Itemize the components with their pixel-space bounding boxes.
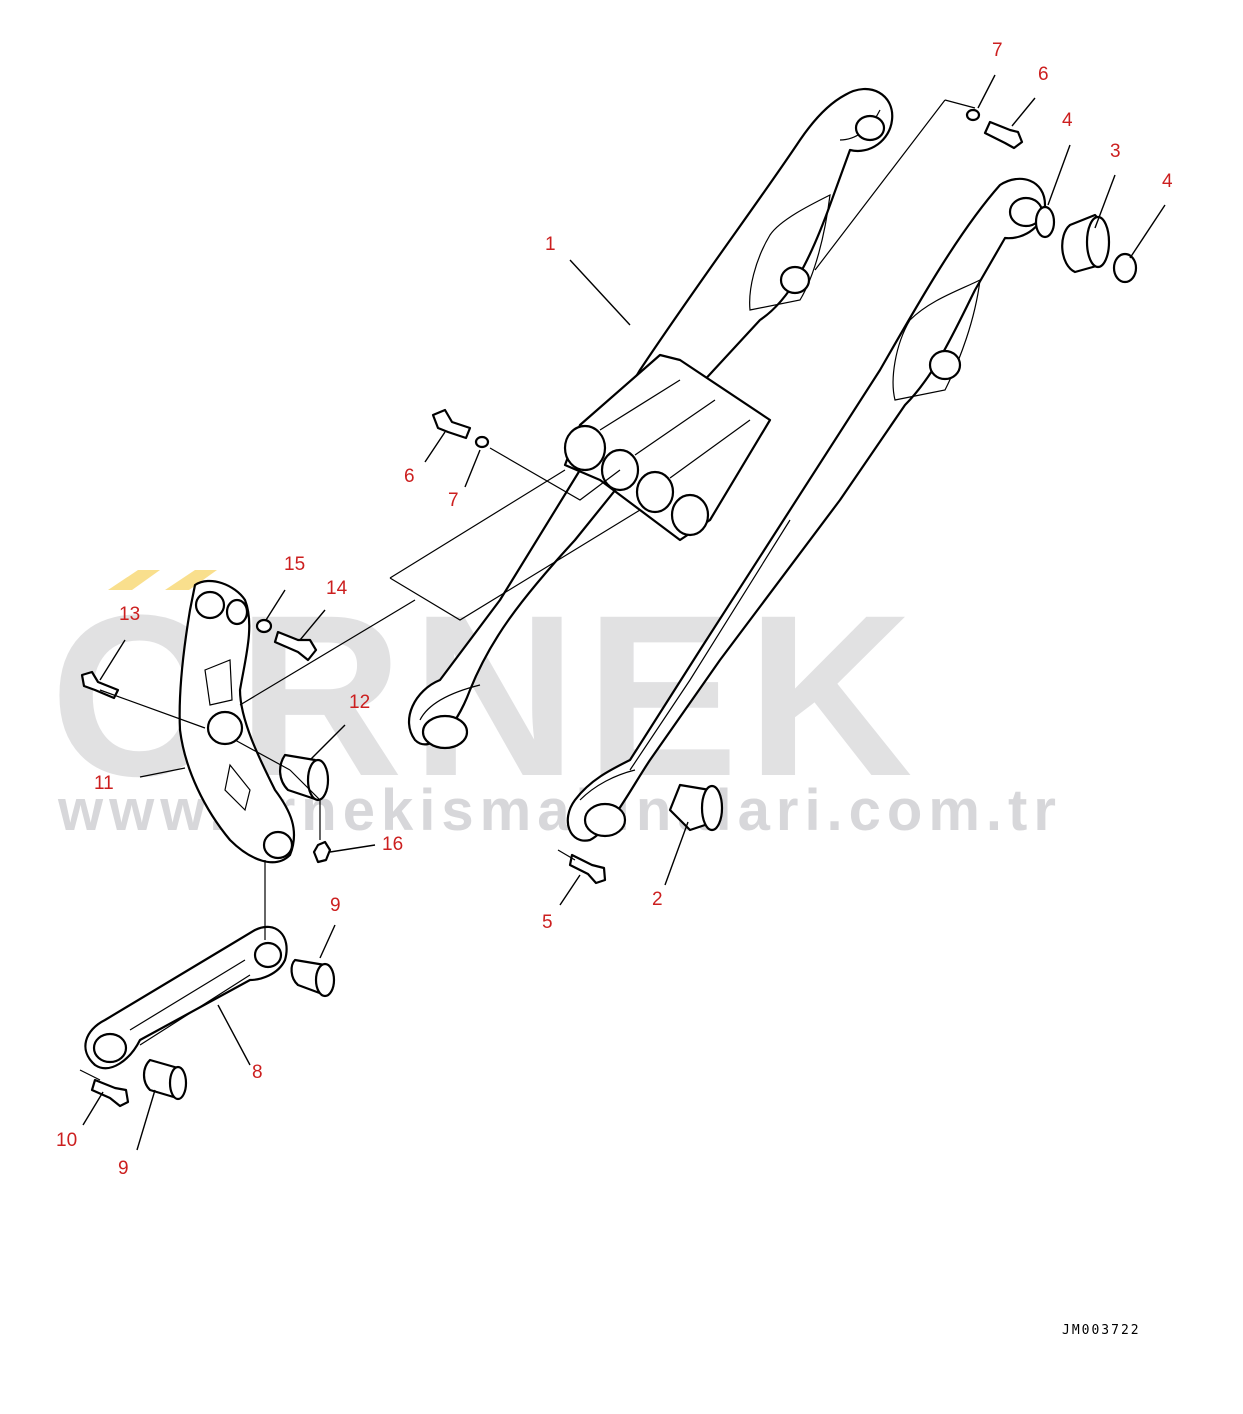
bolts bbox=[80, 120, 1024, 1108]
washers bbox=[255, 108, 1138, 634]
callout-bolt-top-right: 6 bbox=[1038, 64, 1049, 85]
callout-bolt-lever-top: 14 bbox=[326, 578, 348, 599]
bushings bbox=[142, 213, 1111, 1101]
callout-shim-b: 4 bbox=[1162, 171, 1173, 192]
callout-bushing-upper: 3 bbox=[1110, 141, 1121, 162]
callout-bushing-lower: 2 bbox=[652, 889, 663, 910]
callout-bushing-lever: 12 bbox=[349, 692, 370, 713]
callout-boom: 1 bbox=[545, 234, 556, 255]
callout-shim-a: 4 bbox=[1062, 110, 1073, 131]
watermark-logo-mark bbox=[108, 570, 160, 590]
watermark-logo-mark-2 bbox=[165, 570, 217, 590]
boom-cross-tube bbox=[563, 353, 772, 542]
callouts: 1 7 6 4 3 4 6 7 15 14 13 12 11 16 9 8 10… bbox=[56, 40, 1173, 1179]
callout-washer-lever: 15 bbox=[284, 554, 305, 575]
callout-grease-nipple: 16 bbox=[382, 834, 403, 855]
callout-washer-top-right: 7 bbox=[992, 40, 1003, 61]
callout-bolt-lower-right: 5 bbox=[542, 912, 553, 933]
assembly-lines bbox=[79, 99, 976, 1081]
callout-lever: 11 bbox=[94, 773, 114, 794]
callout-bushing-link-a: 9 bbox=[330, 895, 341, 916]
callout-bolt-mid: 6 bbox=[404, 466, 415, 487]
callout-washer-mid: 7 bbox=[448, 490, 459, 511]
callout-bolt-link: 10 bbox=[56, 1130, 77, 1151]
callout-link-arm: 8 bbox=[252, 1062, 263, 1083]
callout-bushing-link-b: 9 bbox=[118, 1158, 129, 1179]
callout-bolt-lever: 13 bbox=[119, 604, 140, 625]
leaders bbox=[82, 74, 1166, 1151]
drawing-code: JM003722 bbox=[1062, 1323, 1141, 1338]
lever-part bbox=[178, 579, 295, 864]
link-arm-part bbox=[84, 925, 288, 1070]
